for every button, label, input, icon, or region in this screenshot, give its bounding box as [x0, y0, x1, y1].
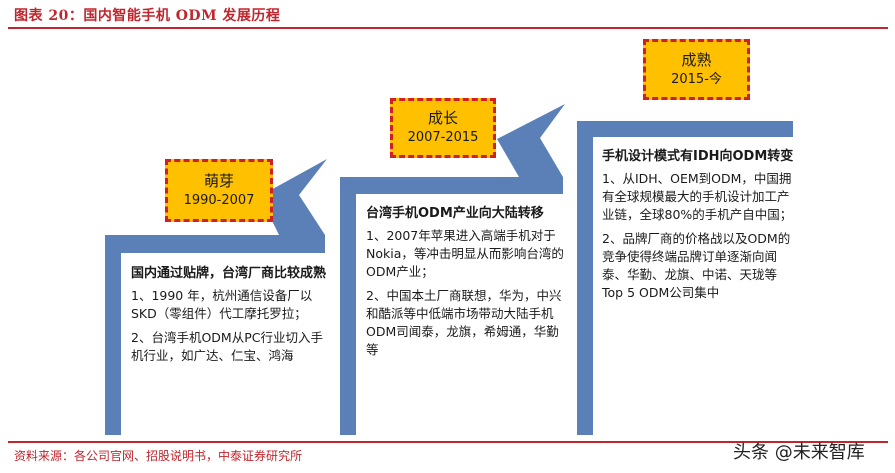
stage-1-heading: 国内通过贴牌，台湾厂商比较成熟: [131, 266, 327, 281]
stage-1-arrow: [105, 159, 327, 435]
stage-2-name: 成长: [427, 109, 458, 127]
stage-2-item-1: 1、2007年苹果进入高端手机对于Nokia，等冲击明显从而影响台湾的ODM产业…: [366, 228, 564, 279]
footer-divider: [8, 441, 888, 443]
watermark: 头条 @未来智库: [733, 442, 865, 463]
source-note: 资料来源：各公司官网、招股说明书，中泰证券研究所: [14, 449, 303, 463]
stage-1-item-2: 2、台湾手机ODM从PC行业切入手机行业，如广达、仁宝、鸿海: [131, 330, 323, 363]
stage-3-arrow: [577, 121, 793, 435]
stage-1-vertical-bar: [105, 235, 121, 435]
page-title: 图表 20：国内智能手机 ODM 发展历程: [14, 8, 281, 24]
stage-1-item-1: 1、1990 年，杭州通信设备厂以SKD（零组件）代工摩托罗拉；: [131, 288, 313, 321]
stage-3-horizontal-bar: [577, 121, 793, 137]
stage-3-item-1: 1、从IDH、OEM到ODM，中国拥有全球规模最大的手机设计加工产业链，全球80…: [602, 171, 793, 222]
stage-3-label: 成熟 2015-今: [643, 39, 750, 100]
stage-3-name: 成熟: [681, 50, 712, 69]
stage-1-years: 1990-2007: [183, 192, 255, 208]
stage-2-heading: 台湾手机ODM产业向大陆转移: [366, 206, 544, 221]
stage-3-vertical-bar: [577, 121, 593, 435]
stage-1-name: 萌芽: [203, 171, 234, 190]
stage-1-description: 国内通过贴牌，台湾厂商比较成熟 1、1990 年，杭州通信设备厂以SKD（零组件…: [131, 264, 326, 371]
stage-1-label: 萌芽 1990-2007: [165, 159, 273, 222]
stage-2-horizontal-bar: [340, 177, 563, 194]
stage-1-horizontal-bar: [105, 235, 325, 253]
stage-3-item-2: 2、品牌厂商的价格战以及ODM的竞争使得终端品牌订单逐渐向闻泰、华勤、龙旗、中诺…: [602, 231, 791, 300]
title-divider: [8, 27, 888, 29]
stage-3-years: 2015-今: [671, 71, 722, 87]
stage-2-arrow: [340, 104, 565, 435]
stage-1-diagonal-arrow: [260, 159, 327, 235]
stage-2-item-2: 2、中国本土厂商联想，华为，中兴和酷派等中低端市场带动大陆手机ODM司闻泰，龙旗…: [366, 288, 562, 357]
stage-2-description: 台湾手机ODM产业向大陆转移 1、2007年苹果进入高端手机对于Nokia，等冲…: [366, 204, 566, 365]
stage-3-heading: 手机设计模式有IDH向ODM转变: [602, 149, 794, 164]
stage-2-diagonal-arrow: [497, 104, 565, 177]
stage-2-label: 成长 2007-2015: [390, 98, 496, 158]
stage-2-years: 2007-2015: [407, 130, 479, 145]
stage-2-vertical-bar: [340, 177, 356, 435]
stage-3-description: 手机设计模式有IDH向ODM转变 1、从IDH、OEM到ODM，中国拥有全球规模…: [602, 147, 794, 308]
